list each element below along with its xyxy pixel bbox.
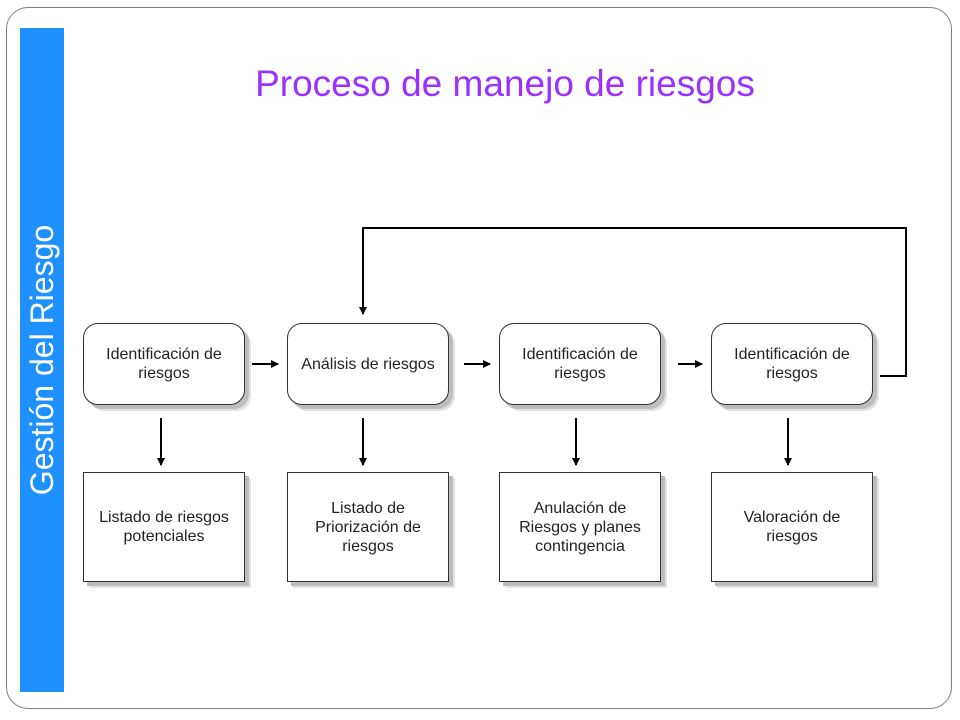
process-step-1: Identificación de riesgos (83, 323, 245, 405)
output-box-2-label: Listado de Priorización de riesgos (315, 499, 421, 555)
process-step-3: Identificación de riesgos (499, 323, 661, 405)
output-box-3-label: Anulación de Riesgos y planes contingenc… (519, 499, 641, 555)
process-step-2-label: Análisis de riesgos (301, 355, 435, 373)
process-step-2: Análisis de riesgos (287, 323, 449, 405)
process-step-4-label: Identificación de riesgos (734, 346, 850, 382)
output-box-2: Listado de Priorización de riesgos (287, 472, 449, 582)
process-step-1-label: Identificación de riesgos (106, 346, 222, 382)
output-box-1-label: Listado de riesgos potenciales (99, 509, 229, 545)
output-box-4-label: Valoración de riesgos (743, 509, 841, 545)
output-box-3: Anulación de Riesgos y planes contingenc… (499, 472, 661, 582)
process-step-3-label: Identificación de riesgos (522, 346, 638, 382)
process-step-4: Identificación de riesgos (711, 323, 873, 405)
slide-frame (6, 7, 952, 709)
slide-title: Proceso de manejo de riesgos (255, 63, 755, 104)
feedback-loop-arrow (359, 227, 907, 377)
output-box-4: Valoración de riesgos (711, 472, 873, 582)
output-box-1: Listado de riesgos potenciales (83, 472, 245, 582)
sidebar (20, 28, 64, 692)
